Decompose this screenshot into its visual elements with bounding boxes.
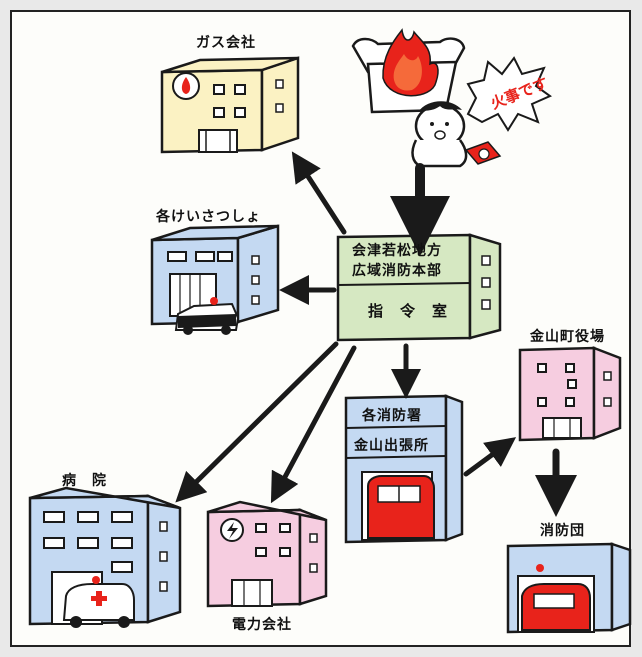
arrow-hq-to-hospital [175,341,339,503]
gas-company-building [160,56,300,154]
fire-brigade-building [506,542,632,634]
power-company-building [206,500,328,608]
police-label: 各けいさつしょ [156,209,261,225]
arrows [175,151,577,517]
town-office-label: 金山町役場 [530,329,605,345]
hq-name-line2: 広域消防本部 [352,263,442,279]
gas-company-label: ガス会社 [196,35,256,51]
caller-person-illustration [411,101,502,168]
station-name-line1: 各消防署 [362,408,422,424]
dispatch-hq-building [336,233,502,342]
power-company-label: 電力会社 [232,617,292,633]
arrow-hq-to-gas [291,151,347,235]
hq-name-line1: 会津若松地方 [352,243,442,259]
arrow-station-to-office [463,437,517,477]
hospital-building [28,486,182,628]
hq-room-label: 指 令 室 [368,302,449,320]
fire-brigade-label: 消防団 [540,523,585,539]
fire-scene-illustration [351,28,466,114]
arrow-hq-to-power [270,345,357,504]
town-office-building [518,346,622,442]
speech-bubble [466,56,553,132]
hospital-label: 病 院 [62,473,107,489]
station-name-line2: 金山出張所 [354,438,429,454]
police-station-building [150,224,280,335]
